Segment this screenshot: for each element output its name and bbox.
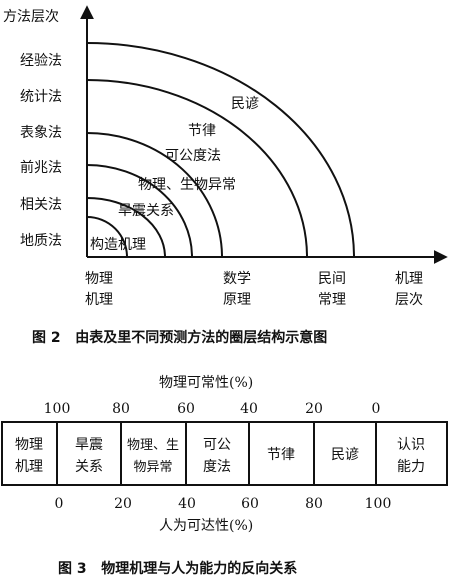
cell-cognition-1: 认识 (397, 437, 425, 453)
cell-commens-2: 度法 (203, 459, 231, 475)
arc-bio-anomaly (86, 164, 193, 258)
top-tick-80: 80 (112, 401, 130, 417)
x-label-folk-1: 民间 (318, 271, 346, 287)
fig2-y-axis-title: 方法层次 (3, 9, 59, 25)
bottom-tick-80: 80 (305, 496, 323, 512)
x-label-level-1: 机理 (395, 271, 423, 287)
cell-proverb: 民谚 (331, 447, 359, 463)
x-label-folk-2: 常理 (318, 292, 346, 308)
arc-label-rhythm: 节律 (188, 123, 216, 139)
fig3-bottom-axis-title: 人为可达性(%) (159, 518, 253, 534)
cell-commens-1: 可公 (203, 437, 231, 453)
y-label-experience: 经验法 (20, 53, 62, 69)
y-label-correlation: 相关法 (20, 197, 62, 213)
arc-structural-mechanism (86, 216, 128, 258)
arc-commensurability (86, 132, 223, 258)
x-label-math-1: 数学 (223, 271, 251, 287)
y-label-precursor: 前兆法 (20, 159, 62, 176)
arc-rhythm (86, 79, 308, 258)
arc-label-structural: 构造机理 (90, 237, 146, 253)
bottom-tick-20: 20 (114, 496, 132, 512)
arc-label-commensurability: 可公度法 (165, 148, 221, 164)
x-label-level-2: 层次 (395, 292, 423, 308)
fig3-caption: 图 3 物理机理与人为能力的反向关系 (58, 560, 297, 577)
y-label-appearance: 表象法 (20, 125, 62, 141)
x-label-physical-2: 机理 (85, 292, 113, 308)
fig2-caption: 图 2 由表及里不同预测方法的圈层结构示意图 (32, 329, 327, 346)
arc-drought-quake (86, 197, 166, 258)
cell-drought-1: 旱震 (75, 437, 103, 453)
y-label-geology: 地质法 (20, 233, 62, 249)
top-tick-0: 0 (372, 401, 381, 417)
arc-label-proverb: 民谚 (231, 96, 259, 112)
top-tick-60: 60 (177, 401, 195, 417)
arc-label-bio-anomaly: 物理、生物异常 (138, 177, 236, 193)
arc-label-drought-quake: 旱震关系 (118, 203, 174, 219)
bottom-tick-40: 40 (178, 496, 196, 512)
cell-physical-2: 机理 (15, 459, 43, 475)
figure-3: 物理可常性(%) 100 80 60 40 20 0 物理 机理 旱震 关系 物… (1, 375, 448, 577)
bottom-tick-100: 100 (365, 496, 392, 512)
x-label-physical-1: 物理 (85, 271, 113, 287)
cell-drought-2: 关系 (75, 459, 103, 475)
cell-bio-1: 物理、生 (127, 438, 179, 453)
x-label-math-2: 原理 (223, 292, 251, 308)
top-tick-20: 20 (305, 401, 323, 417)
fig3-band (1, 421, 448, 486)
cell-bio-2: 物异常 (133, 460, 172, 475)
cell-rhythm: 节律 (267, 447, 295, 463)
fig3-top-axis-title: 物理可常性(%) (159, 375, 253, 391)
top-tick-100: 100 (44, 401, 71, 417)
top-tick-40: 40 (240, 401, 258, 417)
bottom-tick-60: 60 (241, 496, 259, 512)
cell-cognition-2: 能力 (397, 459, 425, 475)
figure-2: 方法层次 经验法 统计法 表象法 前兆法 相关法 地质法 民谚 节律 可公度法 … (3, 5, 448, 346)
cell-physical-1: 物理 (15, 437, 43, 453)
arc-proverb (86, 42, 355, 258)
y-label-statistics: 统计法 (20, 89, 62, 105)
bottom-tick-0: 0 (55, 496, 64, 512)
